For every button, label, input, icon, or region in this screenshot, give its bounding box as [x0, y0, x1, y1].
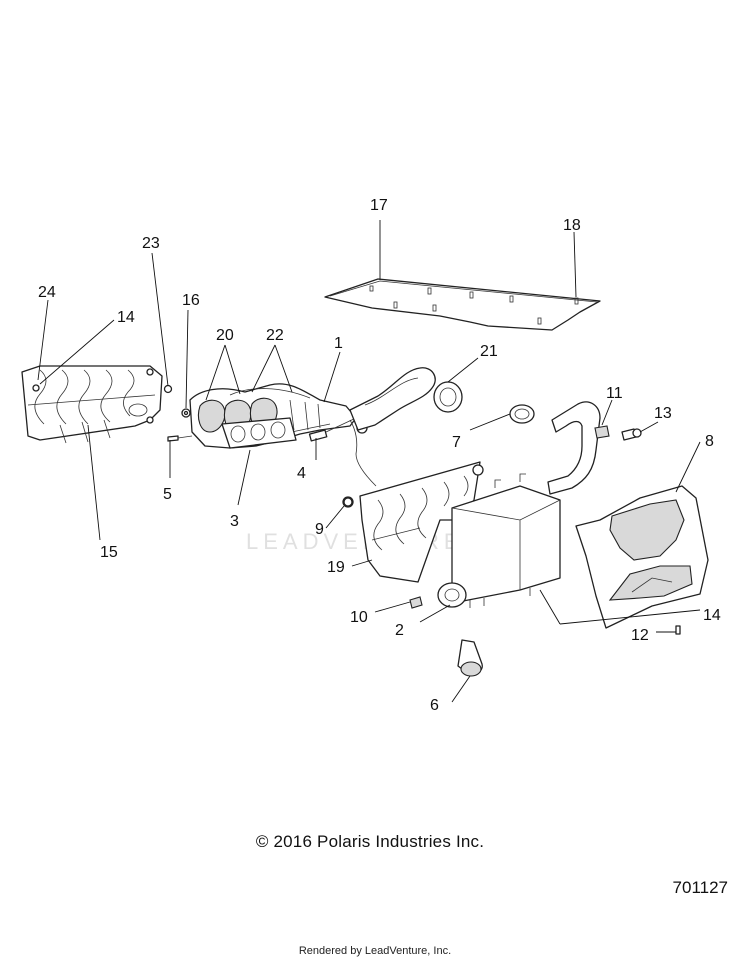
callout-12: 12: [631, 627, 649, 644]
outer-heat-shield: [575, 485, 709, 635]
spark-arrestor-tip: [457, 639, 483, 677]
exhaust-seal: [509, 404, 535, 424]
left-heat-shield: [21, 365, 163, 444]
rendered-by-footer: Rendered by LeadVenture, Inc.: [298, 945, 452, 957]
heat-shield-plate: [324, 278, 601, 331]
callout-labels: 1 2 3 4 5 6 7 8 9 10 11 12 13 14 14 15 1…: [38, 197, 721, 714]
callout-7: 7: [452, 434, 461, 451]
callout-6: 6: [430, 697, 439, 714]
leader-lines: [37, 220, 701, 703]
callout-2: 2: [395, 622, 404, 639]
callout-4: 4: [297, 465, 306, 482]
callout-18: 18: [563, 217, 581, 234]
callout-1: 1: [334, 335, 343, 352]
callout-3: 3: [230, 513, 239, 530]
muffler: [437, 473, 561, 608]
callout-13: 13: [654, 405, 672, 422]
callout-10: 10: [350, 609, 368, 626]
mid-pipe: [547, 401, 642, 495]
nut: [343, 497, 353, 507]
document-number: 701127: [672, 878, 728, 897]
callout-14-right: 14: [703, 607, 721, 624]
callout-14-left: 14: [117, 309, 135, 326]
callout-15: 15: [100, 544, 118, 561]
callout-20: 20: [216, 327, 234, 344]
fastener-group-left: [163, 384, 193, 442]
head-pipe: [349, 367, 463, 431]
callout-5: 5: [163, 486, 172, 503]
manifold-gasket: [221, 417, 297, 449]
callout-24: 24: [38, 284, 56, 301]
grommet: [409, 596, 423, 609]
callout-16: 16: [182, 292, 200, 309]
callout-22: 22: [266, 327, 284, 344]
copyright-notice: © 2016 Polaris Industries Inc.: [255, 832, 485, 851]
callout-8: 8: [705, 433, 714, 450]
callout-9: 9: [315, 521, 324, 538]
callout-11: 11: [606, 385, 623, 402]
callout-19: 19: [327, 559, 345, 576]
callout-23: 23: [142, 235, 160, 252]
callout-17: 17: [370, 197, 388, 214]
callout-21: 21: [480, 343, 498, 360]
